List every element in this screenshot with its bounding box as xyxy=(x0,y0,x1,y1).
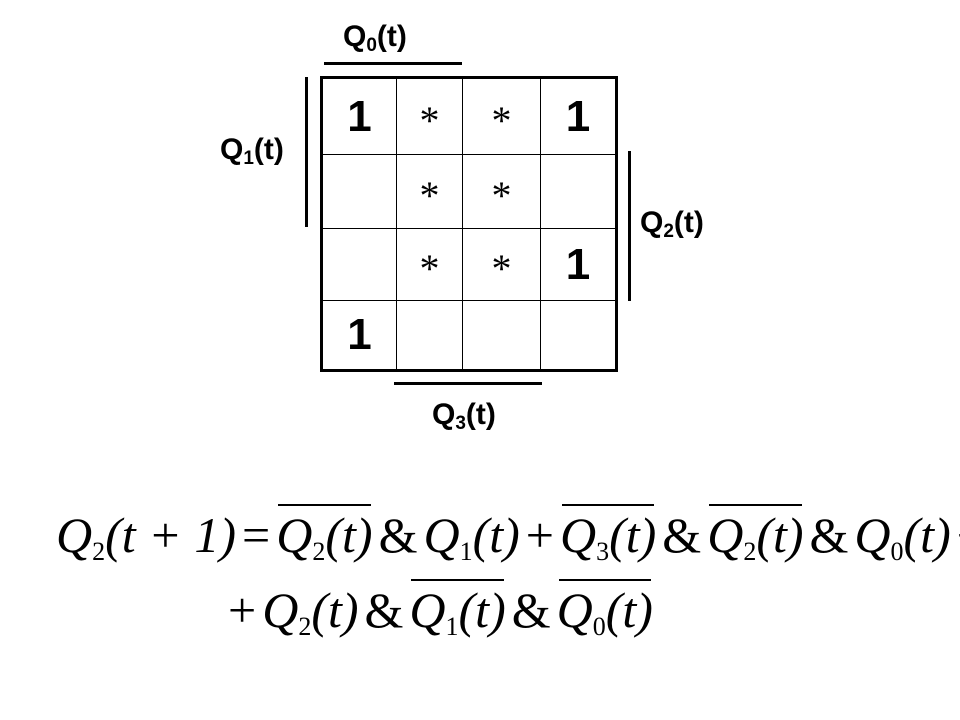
q1-span-bar xyxy=(305,77,308,227)
operator: + xyxy=(525,507,554,563)
operator: & xyxy=(378,507,418,563)
label-q1: Q1(t) xyxy=(220,133,284,169)
negated-term: Q3(t) xyxy=(559,504,657,565)
term: Q0(t) xyxy=(854,507,951,566)
variable-index: 1 xyxy=(459,537,473,566)
variable-arg: (t) xyxy=(609,507,657,563)
kmap-cell-r0-c1: * xyxy=(397,79,463,155)
negated-term: Q0(t) xyxy=(556,579,653,640)
variable-arg: (t) xyxy=(325,507,373,563)
kmap-cell-r0-c3: 1 xyxy=(541,79,615,155)
q3-span-bar xyxy=(394,382,542,385)
variable-arg: (t) xyxy=(756,507,804,563)
variable-index: 2 xyxy=(298,612,312,641)
negated-term: Q2(t) xyxy=(707,504,804,565)
q0-span-bar xyxy=(324,62,462,65)
variable-arg: (t) xyxy=(472,507,520,563)
variable-arg: (t) xyxy=(458,582,506,638)
operator: & xyxy=(662,507,702,563)
q2-span-bar xyxy=(628,151,631,301)
kmap-cell-r2-c0 xyxy=(323,229,397,301)
kmap-cell-r1-c3 xyxy=(541,155,615,229)
variable-index: 2 xyxy=(312,537,326,566)
variable-index: 2 xyxy=(92,537,106,566)
variable-letter: Q xyxy=(854,507,891,563)
label-q0: Q0(t) xyxy=(343,20,407,56)
equation-line-2: +Q2(t)&Q1(t)&Q0(t) xyxy=(222,579,653,641)
variable-letter: Q xyxy=(556,582,593,638)
variable-index: 3 xyxy=(596,537,610,566)
kmap-cell-r3-c0: 1 xyxy=(323,301,397,369)
kmap-cell-r2-c2: * xyxy=(463,229,541,301)
operator: & xyxy=(809,507,849,563)
term: Q2(t) xyxy=(262,582,359,641)
lhs-term: Q2(t + 1) xyxy=(56,507,237,566)
kmap-cell-r2-c1: * xyxy=(397,229,463,301)
kmap-cell-r0-c2: * xyxy=(463,79,541,155)
variable-letter: Q xyxy=(56,507,93,563)
operator: + xyxy=(957,507,960,563)
variable-index: 2 xyxy=(743,537,757,566)
variable-arg: (t) xyxy=(903,507,951,563)
kmap-cell-r3-c3 xyxy=(541,301,615,369)
variable-index: 0 xyxy=(592,612,606,641)
variable-letter: Q xyxy=(262,582,299,638)
negated-term: Q2(t) xyxy=(276,504,373,565)
equals-sign: = xyxy=(242,507,271,563)
negated-term: Q1(t) xyxy=(409,579,506,640)
variable-arg: (t + 1) xyxy=(105,507,237,563)
kmap-cell-r2-c3: 1 xyxy=(541,229,615,301)
operator: & xyxy=(364,582,404,638)
variable-letter: Q xyxy=(707,507,744,563)
variable-index: 0 xyxy=(890,537,904,566)
variable-letter: Q xyxy=(409,582,446,638)
kmap-cell-r3-c1 xyxy=(397,301,463,369)
label-q3: Q3(t) xyxy=(432,398,496,434)
variable-letter: Q xyxy=(559,507,597,563)
variable-arg: (t) xyxy=(311,582,359,638)
kmap-cell-r0-c0: 1 xyxy=(323,79,397,155)
operator: + xyxy=(228,582,257,638)
label-q2: Q2(t) xyxy=(640,206,704,242)
kmap-cell-r1-c0 xyxy=(323,155,397,229)
kmap-cell-r1-c2: * xyxy=(463,155,541,229)
kmap-cell-r1-c1: * xyxy=(397,155,463,229)
operator: & xyxy=(511,582,551,638)
variable-letter: Q xyxy=(276,507,313,563)
variable-letter: Q xyxy=(423,507,460,563)
term: Q1(t) xyxy=(423,507,520,566)
variable-index: 1 xyxy=(445,612,459,641)
equation-line-1: Q2(t + 1)=Q2(t)&Q1(t)+Q3(t)&Q2(t)&Q0(t)+ xyxy=(56,504,960,566)
kmap-cell-r3-c2 xyxy=(463,301,541,369)
variable-arg: (t) xyxy=(605,582,653,638)
